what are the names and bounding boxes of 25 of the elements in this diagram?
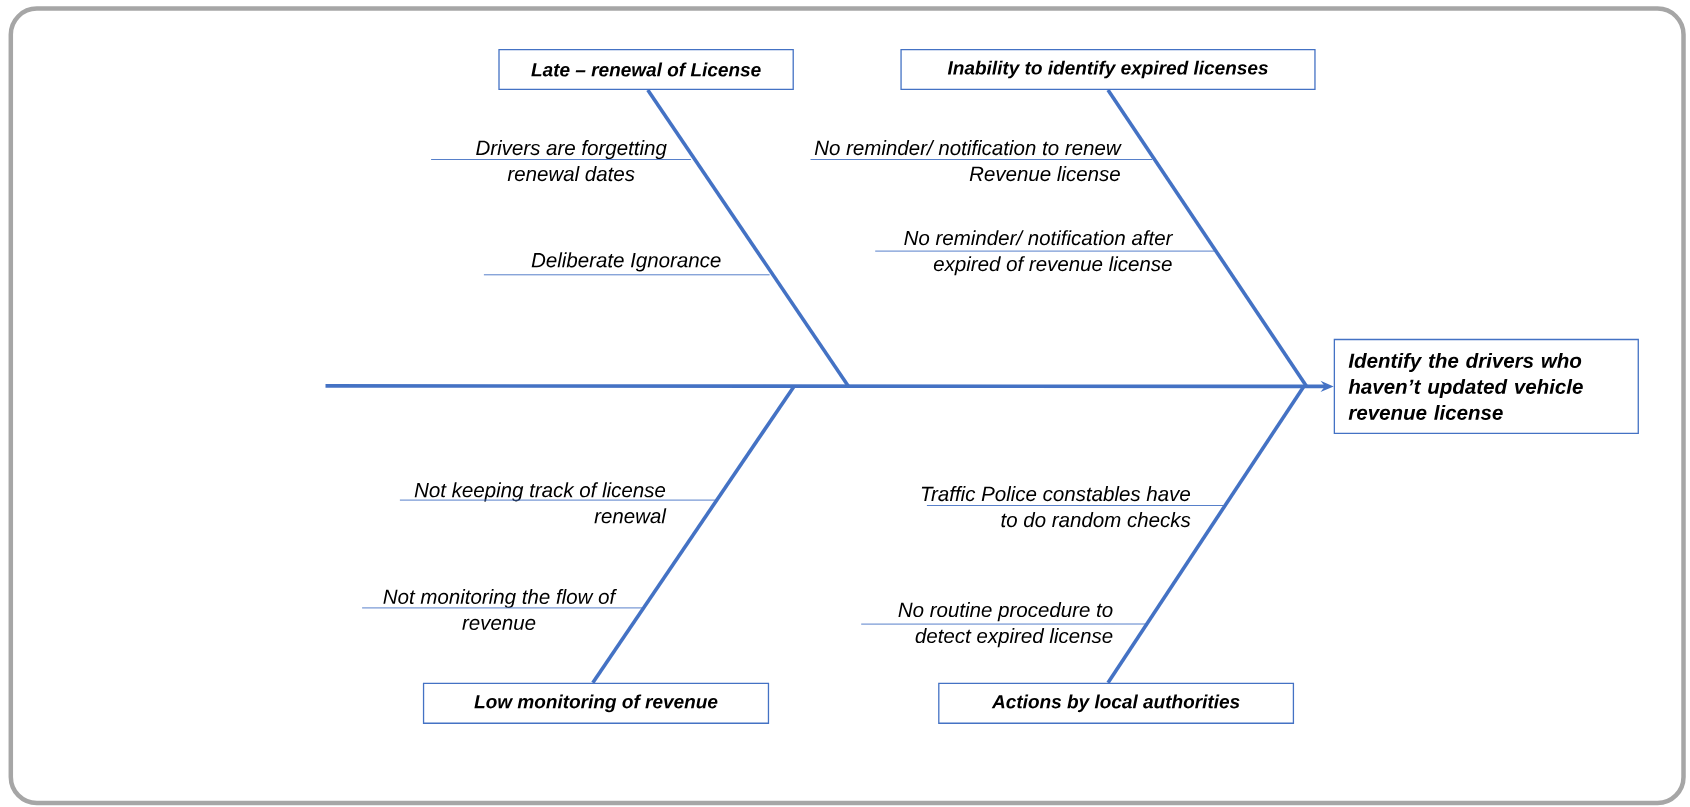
category-box: Inability to identify expired licenses: [900, 48, 1316, 91]
effect-box: Identify the drivers who haven’t updated vehicle revenue license: [1333, 338, 1639, 434]
cause-text: Not keeping track of license renewal: [414, 482, 667, 524]
bone-line: [1106, 89, 1308, 387]
cause-line: [874, 250, 1216, 252]
category-box: Late – renewal of License: [498, 48, 794, 91]
cause-text: Drivers are forgetting renewal dates: [476, 140, 667, 182]
cause-line: [810, 159, 1153, 160]
cause-text: Not monitoring the flow of revenue: [383, 589, 617, 631]
cause-line: [430, 159, 692, 160]
category-box: Actions by local authorities: [938, 682, 1295, 724]
cause-text: No reminder/ notification after expired of revenue license: [904, 230, 1174, 276]
cause-line: [483, 274, 771, 276]
bone-line: [591, 384, 796, 684]
cause-text: No routine procedure to detect expired license: [898, 602, 1113, 648]
cause-text: No reminder/ notification to renew Revenue license: [814, 140, 1122, 182]
cause-text: Traffic Police constables have to do random checks: [921, 486, 1191, 528]
bone-line: [1106, 384, 1306, 684]
cause-line: [361, 607, 644, 609]
cause-line: [926, 505, 1224, 506]
cause-line: [399, 499, 717, 501]
cause-text: Deliberate Ignorance: [531, 252, 721, 272]
category-box: Low monitoring of revenue: [422, 682, 770, 724]
cause-line: [860, 623, 1147, 625]
bone-line: [646, 89, 850, 387]
